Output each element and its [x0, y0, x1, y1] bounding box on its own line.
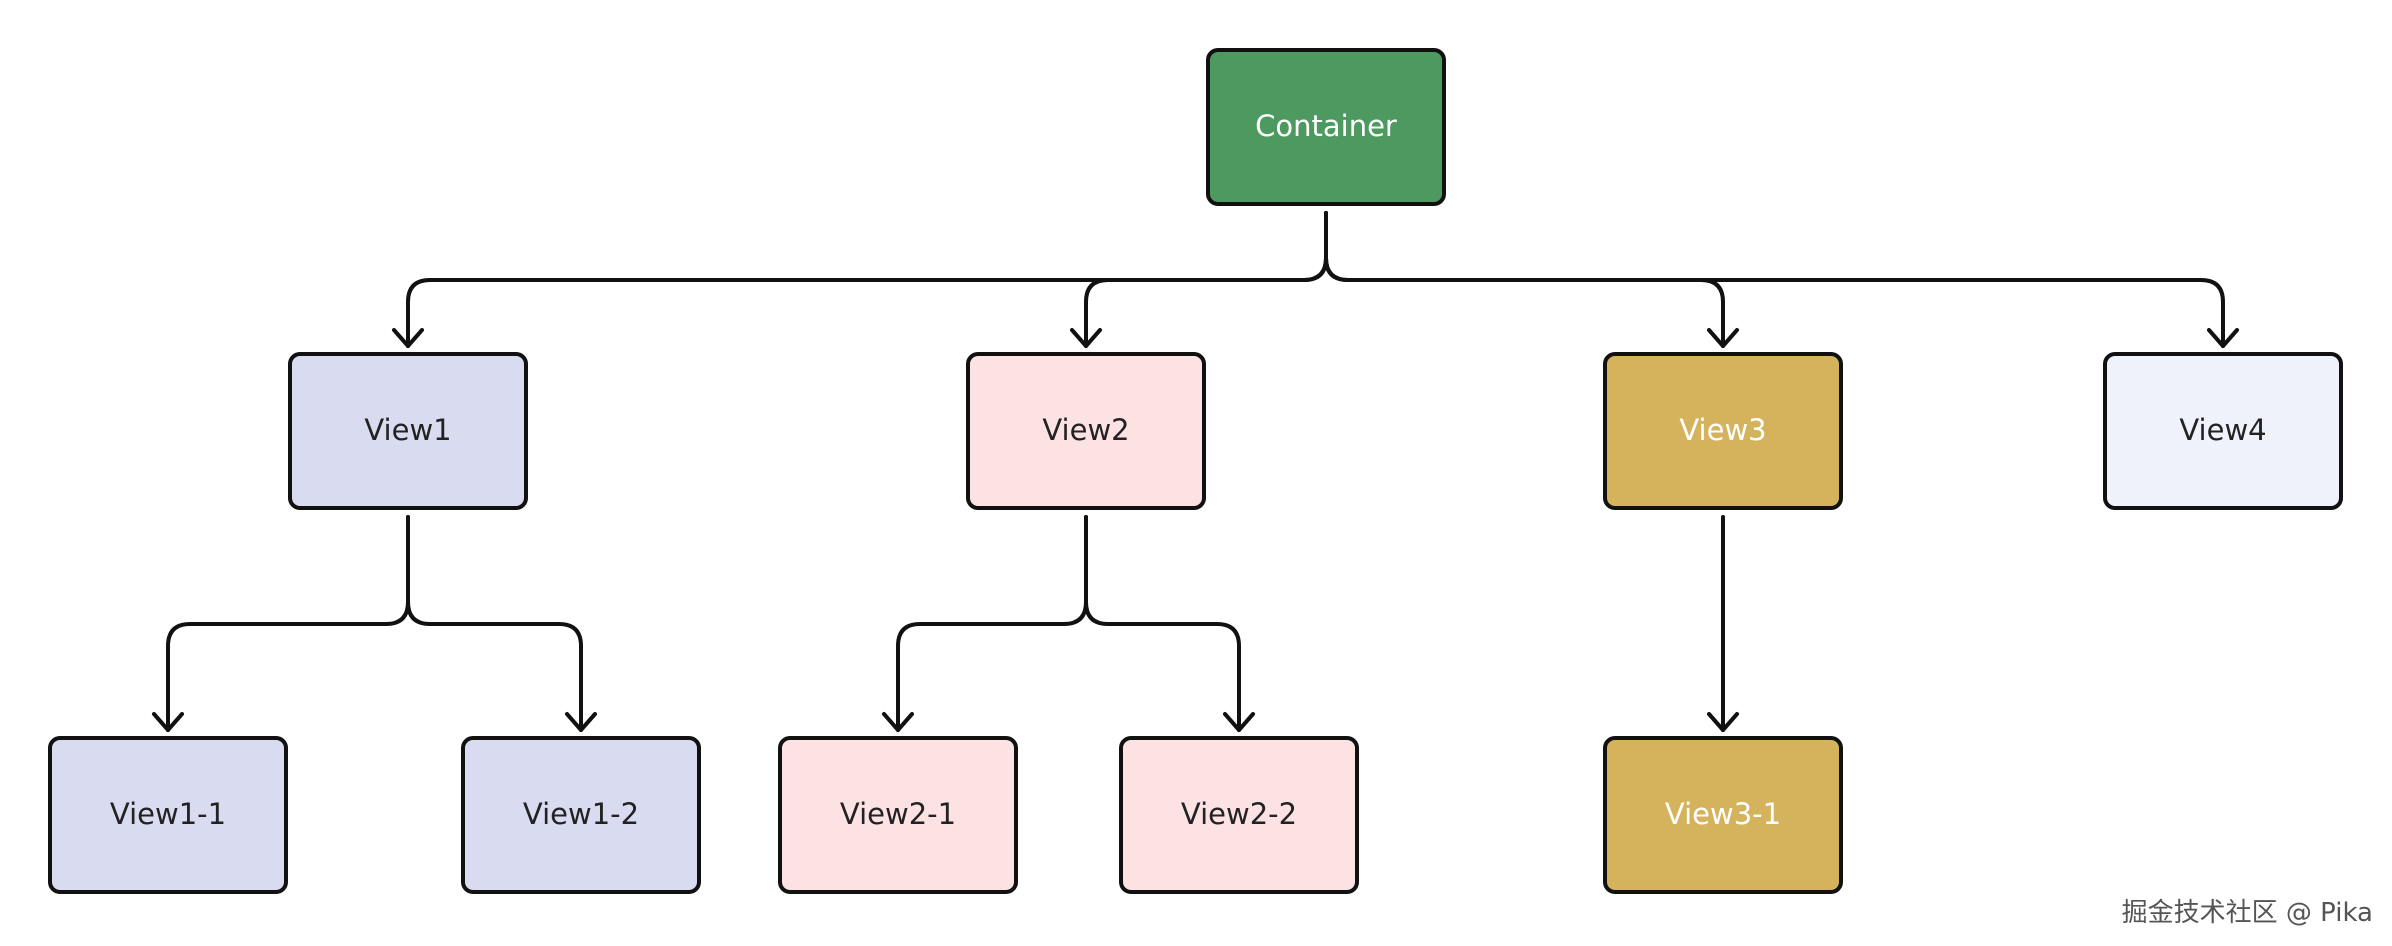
- node-label: View1-2: [523, 797, 639, 831]
- node-view3-1: View3-1: [1603, 736, 1843, 894]
- node-label: Container: [1255, 109, 1397, 143]
- node-box: [1603, 352, 1843, 510]
- connector-view3-to-view3-1: [1707, 515, 1739, 732]
- node-box: [461, 736, 701, 894]
- node-label: View1: [364, 413, 451, 447]
- node-box: [1603, 736, 1843, 894]
- node-view1-1: View1-1: [48, 736, 288, 894]
- node-label: View2-2: [1181, 797, 1297, 831]
- arrowhead-icon: [1223, 712, 1255, 732]
- connector-view1-to-view1-2: [406, 515, 597, 732]
- node-view1-2: View1-2: [461, 736, 701, 894]
- node-container: Container: [1206, 48, 1446, 206]
- arrowhead-icon: [1707, 712, 1739, 732]
- node-label: View2: [1042, 413, 1129, 447]
- edges-layer: [152, 211, 2239, 732]
- node-label: View3: [1679, 413, 1766, 447]
- watermark-text: 掘金技术社区 @ Pika: [2121, 898, 2373, 928]
- node-label: View4: [2179, 413, 2266, 447]
- node-box: [1206, 48, 1446, 206]
- arrowhead-icon: [2207, 328, 2239, 348]
- node-view1: View1: [288, 352, 528, 510]
- node-box: [2103, 352, 2343, 510]
- node-label: View2-1: [840, 797, 956, 831]
- connector-view2-to-view2-2: [1084, 515, 1255, 732]
- node-label: View1-1: [110, 797, 226, 831]
- node-view2: View2: [966, 352, 1206, 510]
- node-label: View3-1: [1665, 797, 1781, 831]
- node-view4: View4: [2103, 352, 2343, 510]
- arrowhead-icon: [1070, 328, 1102, 348]
- node-box: [966, 352, 1206, 510]
- arrowhead-icon: [1707, 328, 1739, 348]
- node-box: [1119, 736, 1359, 894]
- node-view2-2: View2-2: [1119, 736, 1359, 894]
- arrowhead-icon: [152, 712, 184, 732]
- connector-container-to-view2: [1070, 211, 1328, 348]
- arrowhead-icon: [565, 712, 597, 732]
- connector-view2-to-view2-1: [882, 515, 1088, 732]
- node-box: [288, 352, 528, 510]
- arrowhead-icon: [882, 712, 914, 732]
- arrowhead-icon: [392, 328, 424, 348]
- connector-container-to-view4: [1324, 211, 2239, 348]
- node-view2-1: View2-1: [778, 736, 1018, 894]
- connector-view1-to-view1-1: [152, 515, 410, 732]
- node-view3: View3: [1603, 352, 1843, 510]
- node-box: [48, 736, 288, 894]
- node-box: [778, 736, 1018, 894]
